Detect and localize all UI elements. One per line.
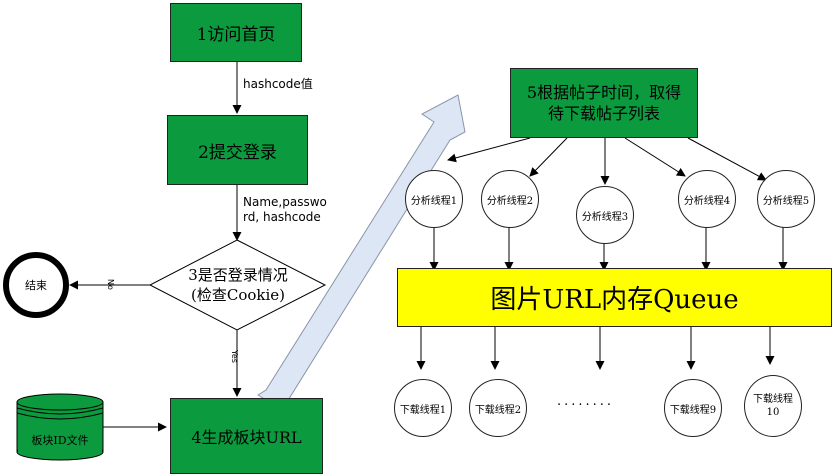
analysis-thread-1-label: 分析线程1 [410,195,458,207]
arrow-step5-to-analysis-2 [529,137,568,177]
end-node-ring [3,252,69,318]
step5-box: 5根据帖子时间，取得 待下载帖子列表 [510,68,698,138]
end-node-label: 结束 [25,279,47,292]
download-thread-1: 下载线程1 [394,379,452,437]
step5-label-line2: 待下载帖子列表 [547,104,660,123]
step2-label: 2提交登录 [198,142,277,163]
analysis-thread-4-label: 分析线程4 [683,195,731,207]
queue-label: 图片URL内存Queue [490,285,739,315]
edge-label-hashcode: hashcode值 [243,77,313,91]
analysis-thread-4: 分析线程4 [678,170,736,228]
edge-label-no: No [105,279,115,290]
edge-label-credentials-line1: Name,passwo [243,195,327,209]
step3-label: 3是否登录情况 (检查Cookie) [150,258,326,312]
analysis-thread-2-label: 分析线程2 [486,195,534,207]
step1-label: 1访问首页 [196,25,276,45]
edge-label-yes: Yes [229,350,239,363]
arrow-step5-to-analysis-1 [447,137,531,163]
analysis-thread-5-label: 分析线程5 [762,195,810,207]
download-thread-10-label: 下载线程10 [753,394,793,418]
download-thread-9: 下载线程9 [664,379,722,437]
step2-box: 2提交登录 [167,115,308,185]
step3-label-line2: (检查Cookie) [190,286,285,304]
edge-label-credentials-line2: rd, hashcode [243,210,321,224]
arrow-step5-to-analysis-4 [624,137,686,177]
board-file-cylinder [16,393,104,461]
board-file-label: 板块ID文件 [31,434,89,447]
analysis-thread-3: 分析线程3 [576,186,634,244]
analysis-thread-5: 分析线程5 [757,170,815,228]
step1-box: 1访问首页 [170,3,302,62]
login-check-diamond [148,239,327,331]
arrow-step5-to-analysis-5 [687,137,767,181]
download-thread-2: 下载线程2 [469,379,527,437]
download-thread-10: 下载线程10 [744,375,802,437]
big-flow-arrow [257,94,466,411]
ellipsis-label: ........ [557,394,615,409]
step5-label-line1: 5根据帖子时间，取得 [526,83,682,102]
step4-label: 4生成板块URL [191,428,302,447]
step3-label-line1: 3是否登录情况 [188,266,288,284]
analysis-thread-1: 分析线程1 [405,170,463,228]
download-thread-2-label: 下载线程2 [474,404,522,416]
download-thread-9-label: 下载线程9 [669,404,717,416]
analysis-thread-3-label: 分析线程3 [581,211,629,223]
image-url-queue: 图片URL内存Queue [397,268,832,327]
analysis-thread-2: 分析线程2 [481,170,539,228]
download-thread-1-label: 下载线程1 [399,404,447,416]
step4-box: 4生成板块URL [170,398,323,474]
